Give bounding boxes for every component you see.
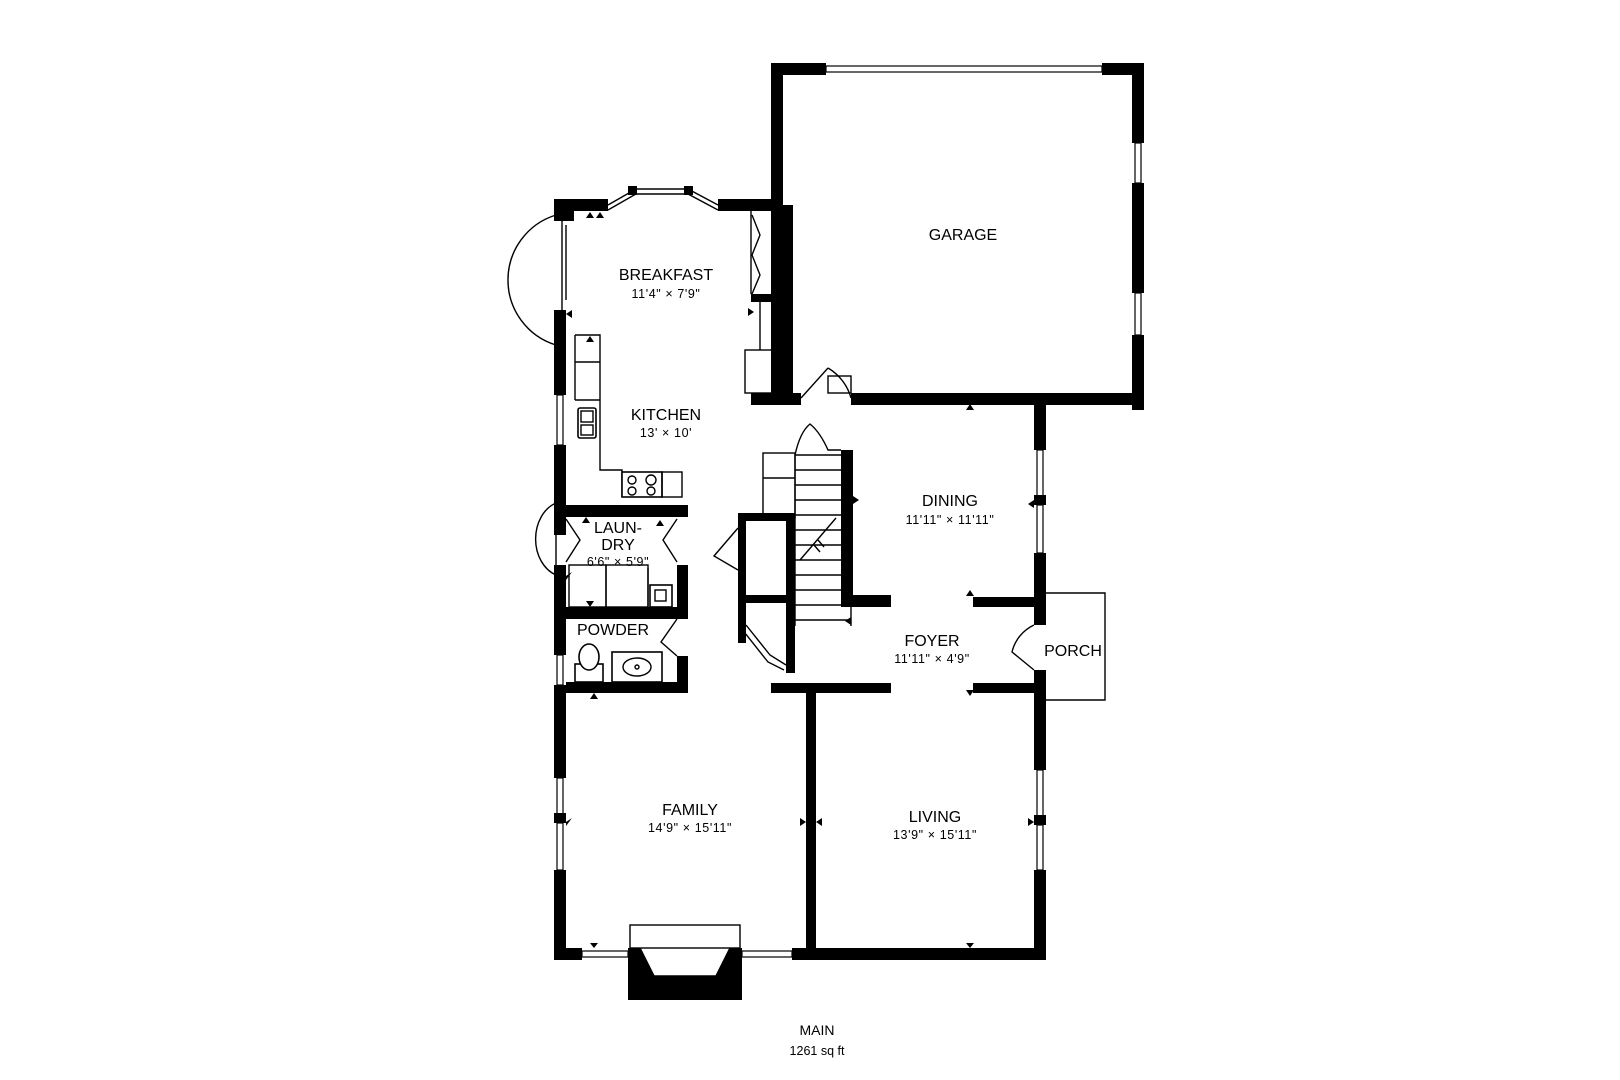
porch-label: PORCH: [1044, 643, 1102, 660]
porch-outline: [1046, 592, 1106, 701]
living-dimensions: 13'9" × 15'11": [893, 828, 977, 842]
garage-label: GARAGE: [929, 227, 997, 244]
laundry-label-line1: LAUN-: [594, 520, 642, 537]
staircase: [762, 423, 891, 626]
family-walls: [554, 693, 1046, 960]
kitchen-label: KITCHEN: [631, 407, 701, 424]
breakfast-dimensions: 11'4" × 7'9": [632, 287, 701, 301]
powder-door: [660, 618, 678, 657]
under-stair-closet: [712, 513, 795, 673]
floor-area: 1261 sq ft: [790, 1044, 845, 1058]
living-east-wall: [1034, 745, 1046, 960]
powder-vanity: [611, 651, 663, 683]
floor-name: MAIN: [800, 1022, 835, 1038]
family-dimensions: 14'9" × 15'11": [648, 821, 732, 835]
laundry-dimensions: 6'6" × 5'9": [587, 555, 649, 569]
toilet: [574, 643, 604, 683]
family-living-wall: [806, 693, 816, 948]
foyer-dimensions: 11'11" × 4'9": [894, 652, 970, 666]
dining-foyer-partitions: [771, 597, 1046, 750]
dining-dimensions: 11'11" × 11'11": [906, 513, 995, 527]
measurement-markers: [566, 212, 1040, 948]
breakfast-walls: [554, 199, 801, 405]
laundry-walls: [554, 517, 688, 619]
laundry-exterior-door: [534, 502, 557, 576]
family-label: FAMILY: [662, 802, 718, 819]
pantry-bifold: [750, 211, 761, 295]
front-entry-door: [1011, 624, 1035, 671]
kitchen-west-wall: [554, 310, 566, 505]
foyer-label: FOYER: [904, 633, 959, 650]
bay-window: [607, 186, 719, 211]
dining-label: DINING: [922, 493, 978, 510]
cooktop: [621, 471, 683, 498]
laundry-bifold-doors: [565, 518, 678, 563]
refrigerator-nook: [744, 302, 776, 394]
breakfast-slider-door: [507, 214, 567, 346]
fireplace: [628, 924, 742, 1000]
kitchen-dimensions: 13' × 10': [640, 426, 692, 440]
laundry-label-line2: DRY: [601, 537, 635, 554]
living-label: LIVING: [909, 809, 961, 826]
breakfast-label: BREAKFAST: [619, 267, 713, 284]
kitchen-sink: [577, 407, 597, 439]
garage-entry-door: [800, 367, 852, 399]
dining-east-wall: [1034, 405, 1046, 625]
powder-label: POWDER: [577, 622, 649, 639]
washer-dryer: [568, 564, 673, 608]
kitchen-laundry-wall: [554, 505, 688, 517]
